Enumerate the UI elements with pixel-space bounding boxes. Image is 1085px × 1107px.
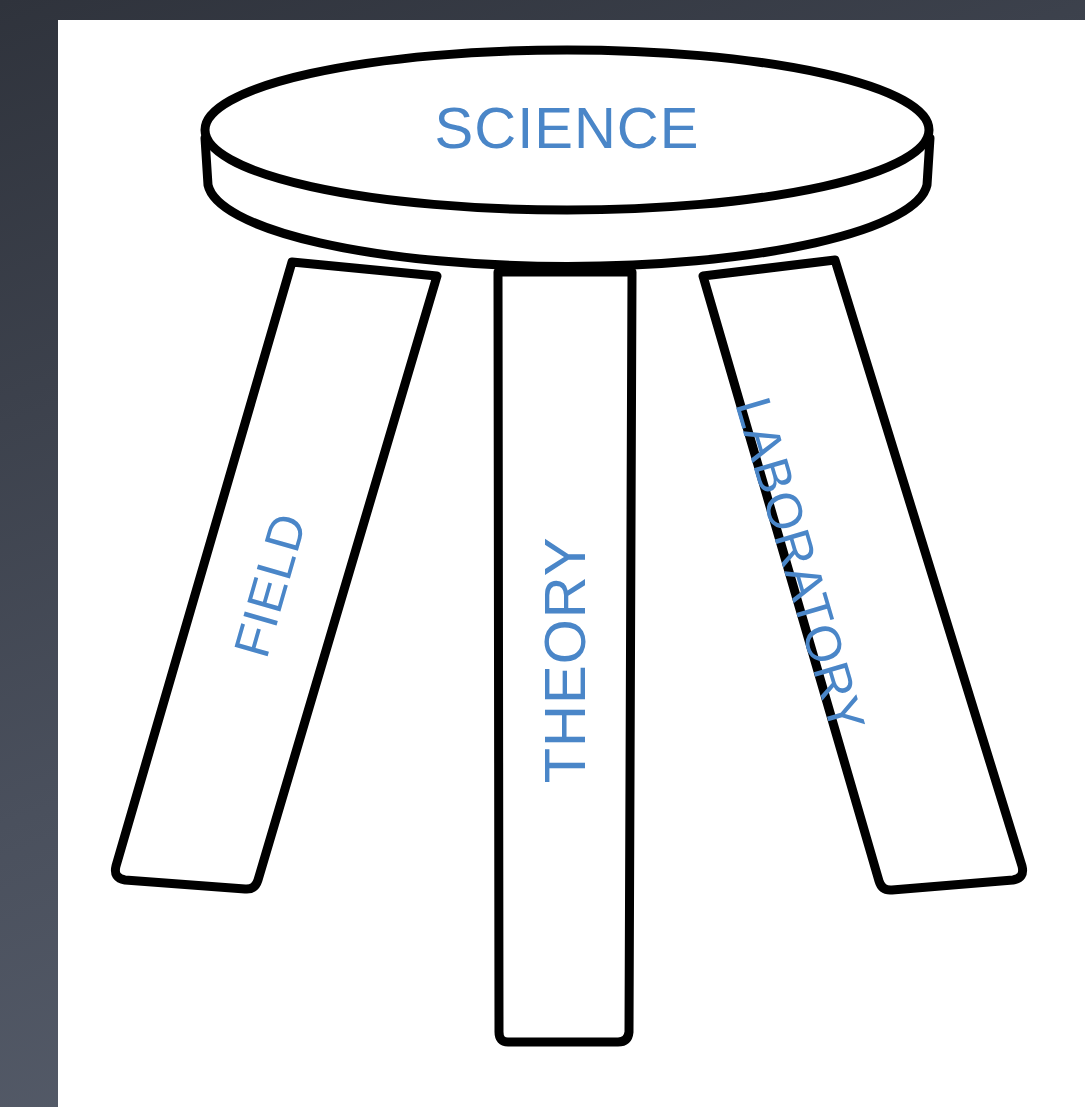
stool-label: THEORY <box>536 537 594 784</box>
stool-leg <box>115 262 437 889</box>
leg-label-box: THEORY <box>536 537 594 784</box>
seat-label-box: SCIENCE <box>435 99 700 157</box>
stool-label: SCIENCE <box>435 99 700 157</box>
stool-leg <box>703 260 1023 890</box>
stool-leg <box>498 272 632 1042</box>
stool-seat-top <box>205 50 929 210</box>
